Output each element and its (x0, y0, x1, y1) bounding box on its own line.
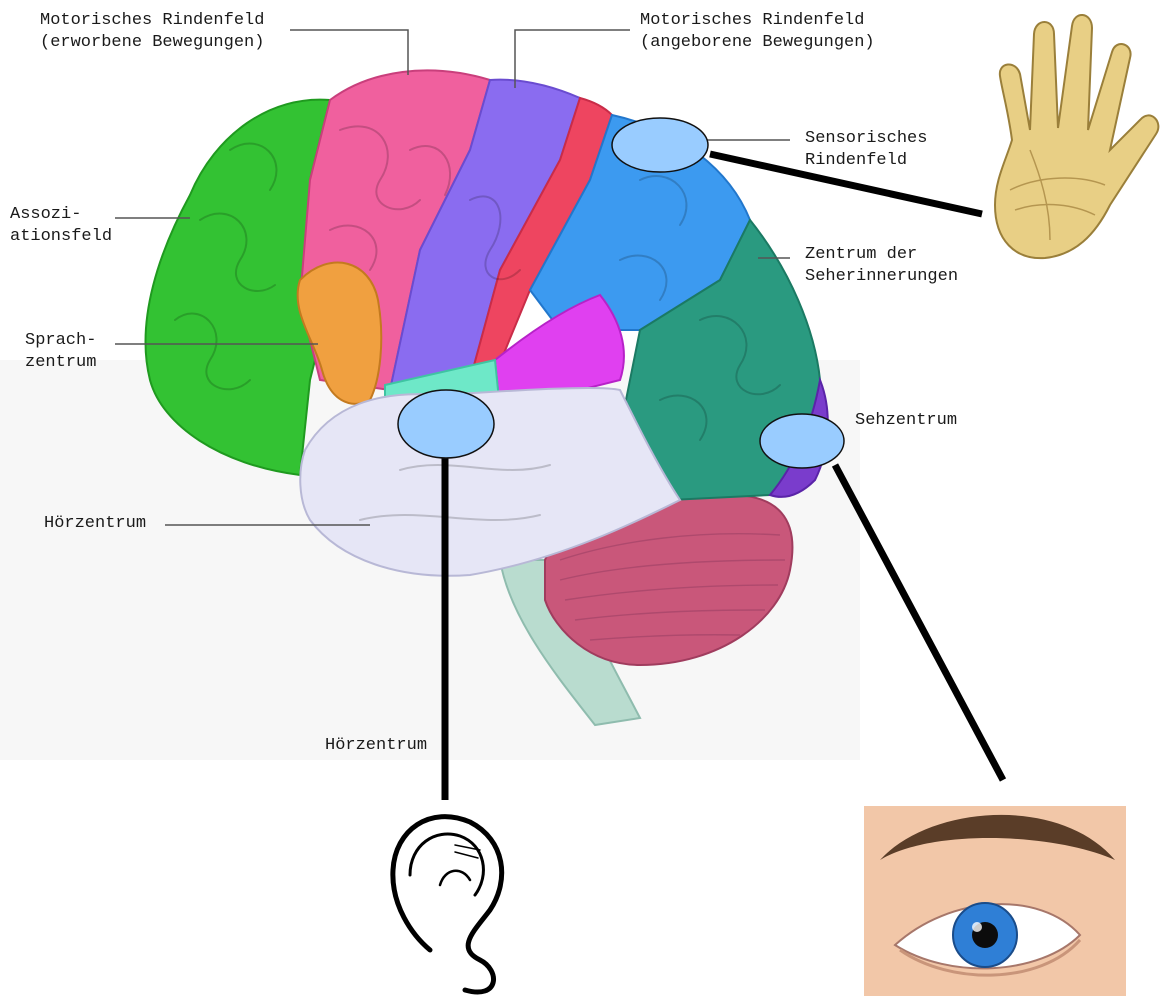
ear-icon (393, 817, 502, 992)
label-motor-innate-line1: Motorisches Rindenfeld (640, 10, 875, 32)
hand-icon (995, 15, 1158, 258)
label-association-line2: ationsfeld (10, 226, 112, 248)
label-visual-memory-line2: Seherinnerungen (805, 266, 958, 288)
label-auditory-bottom-text: Hörzentrum (325, 735, 427, 757)
label-speech-line2: zentrum (25, 352, 96, 374)
label-association: Assozi- ationsfeld (10, 204, 112, 248)
label-speech: Sprach- zentrum (25, 330, 96, 374)
connector-eye (835, 465, 1003, 780)
leader-motor-acquired (290, 30, 408, 75)
label-sensory: Sensorisches Rindenfeld (805, 128, 927, 172)
label-visual-memory-line1: Zentrum der (805, 244, 958, 266)
label-speech-line1: Sprach- (25, 330, 96, 352)
label-motor-acquired-line2: (erworbene Bewegungen) (40, 32, 264, 54)
marker-sensory[interactable] (612, 118, 708, 172)
label-motor-acquired-line1: Motorisches Rindenfeld (40, 10, 264, 32)
eye-icon (864, 806, 1126, 996)
label-motor-innate: Motorisches Rindenfeld (angeborene Beweg… (640, 10, 875, 54)
label-visual-center-text: Sehzentrum (855, 410, 957, 432)
marker-visual[interactable] (760, 414, 844, 468)
label-auditory-left: Hörzentrum (44, 513, 146, 535)
label-visual-center: Sehzentrum (855, 410, 957, 432)
label-sensory-line2: Rindenfeld (805, 150, 927, 172)
label-auditory-bottom: Hörzentrum (325, 735, 427, 757)
label-visual-memory: Zentrum der Seherinnerungen (805, 244, 958, 288)
label-motor-acquired: Motorisches Rindenfeld (erworbene Bewegu… (40, 10, 264, 54)
marker-auditory[interactable] (398, 390, 494, 458)
label-motor-innate-line2: (angeborene Bewegungen) (640, 32, 875, 54)
label-sensory-line1: Sensorisches (805, 128, 927, 150)
label-auditory-left-text: Hörzentrum (44, 513, 146, 535)
leader-motor-innate (515, 30, 630, 88)
label-association-line1: Assozi- (10, 204, 112, 226)
